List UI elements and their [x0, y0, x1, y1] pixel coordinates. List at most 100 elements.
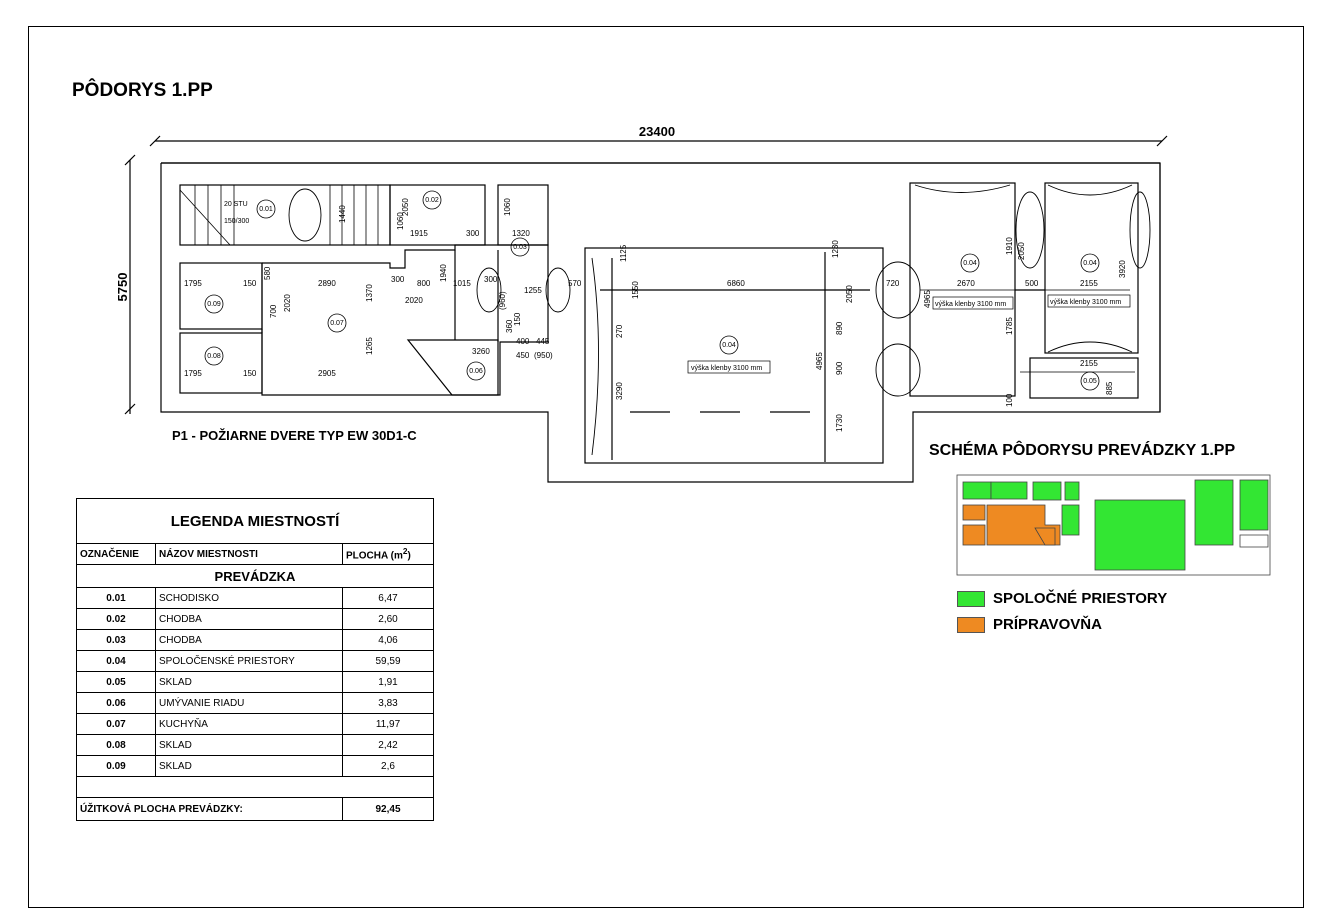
stairs-label-b: 150/300	[224, 218, 249, 225]
dimension-label: 700	[269, 304, 278, 318]
legend-section: PREVÁDZKA	[76, 564, 434, 588]
stairs-label: 20 STU	[224, 201, 248, 208]
drawing-frame	[28, 26, 1304, 908]
legend-title: LEGENDA MIESTNOSTÍ	[76, 498, 434, 544]
dimension-label: 2155	[1080, 359, 1098, 368]
outer-wall-top	[161, 162, 1161, 412]
dimension-label: 270	[615, 324, 624, 338]
legend-col-area: PLOCHA (m2)	[342, 543, 434, 565]
swatch-green	[957, 590, 985, 607]
vault-height-label: výška klenby 3100 mm	[691, 365, 762, 372]
room-tag: 0.04	[722, 342, 736, 349]
room-008	[179, 332, 263, 394]
dimension-label: 1125	[619, 244, 628, 262]
room-tag: 0.07	[330, 320, 344, 327]
dim-total-height: 5750	[115, 273, 130, 302]
dimension-label: 2890	[318, 279, 336, 288]
dimension-label: 3260	[472, 347, 490, 356]
dimension-label: 1795	[184, 369, 202, 378]
dimension-label: 2050	[401, 198, 410, 216]
dimension-label: 890	[835, 321, 844, 335]
dimension-label: 1730	[835, 414, 844, 432]
corridor-003	[497, 184, 549, 246]
hall-004-right-b	[1044, 182, 1139, 354]
dimension-label: (960)	[498, 291, 507, 310]
dimension-label: 400	[516, 337, 530, 346]
room-stairs	[179, 184, 391, 246]
dimension-label: 1550	[631, 281, 640, 299]
schema-key-label: SPOLOČNÉ PRIESTORY	[993, 590, 1168, 607]
dimension-label: 1910	[1005, 237, 1014, 255]
dimension-label: 720	[886, 279, 900, 288]
table-row-total: ÚŽITKOVÁ PLOCHA PREVÁDZKY: 92,45	[76, 797, 434, 821]
dimension-label: 1230	[831, 240, 840, 258]
dimension-label: 1795	[184, 279, 202, 288]
dimension-label: 150	[513, 312, 522, 326]
dimension-label: 360	[505, 319, 514, 333]
dimension-label: 300	[391, 275, 405, 284]
legend-col-name: NÁZOV MIESTNOSTI	[155, 543, 343, 565]
dimension-label: 2020	[405, 296, 423, 305]
hall-004-right-a	[909, 182, 1016, 397]
dimension-label: 3920	[1118, 260, 1127, 278]
dimension-label: 1785	[1005, 317, 1014, 335]
fire-door-note: P1 - POŽIARNE DVERE TYP EW 30D1-C	[172, 428, 417, 443]
room-tag: 0.08	[207, 353, 221, 360]
room-tag: 0.09	[207, 301, 221, 308]
dimension-label: 580	[263, 266, 272, 280]
dimension-label: 100	[1005, 393, 1014, 407]
dimension-label: 1015	[453, 279, 471, 288]
room-tag: 0.02	[425, 197, 439, 204]
dimension-label: 1265	[365, 337, 374, 355]
dimension-label: 1060	[396, 212, 405, 230]
room-legend-table: LEGENDA MIESTNOSTÍ OZNAČENIE NÁZOV MIEST…	[76, 498, 434, 821]
dimension-label: 3290	[615, 382, 624, 400]
schema-key-label: PRÍPRAVOVŇA	[993, 616, 1102, 633]
dimension-label: 1060	[503, 198, 512, 216]
dimension-label: 6860	[727, 279, 745, 288]
dimension-label: 1320	[512, 229, 530, 238]
schema-diagram	[956, 474, 1271, 576]
dimension-label: 4965	[923, 290, 932, 308]
schema-key-prep: PRÍPRAVOVŇA	[957, 616, 1102, 633]
vault-height-label: výška klenby 3100 mm	[1050, 299, 1121, 306]
dimension-label: 450	[516, 351, 530, 360]
table-row-blank	[76, 776, 434, 798]
dimension-label: 2905	[318, 369, 336, 378]
dimension-label: 900	[835, 361, 844, 375]
dimension-label: 2050	[845, 285, 854, 303]
dimension-label: 150	[243, 279, 257, 288]
total-label: ÚŽITKOVÁ PLOCHA PREVÁDZKY:	[76, 797, 343, 821]
room-tag: 0.06	[469, 368, 483, 375]
dimension-label: 500	[1025, 279, 1039, 288]
dimension-label: 2670	[957, 279, 975, 288]
dim-total-width: 23400	[639, 124, 675, 139]
room-tag: 0.04	[963, 260, 977, 267]
page-title: PÔDORYS 1.PP	[72, 80, 213, 101]
outer-wall	[160, 163, 1161, 483]
room-tag: 0.05	[1083, 378, 1097, 385]
room-tag: 0.01	[259, 206, 273, 213]
dimension-label: 1255	[524, 286, 542, 295]
room-006	[406, 339, 499, 396]
room-009	[179, 262, 263, 330]
dimension-label: 885	[1105, 381, 1114, 395]
room-tag: 0.04	[1083, 260, 1097, 267]
total-value: 92,45	[342, 797, 434, 821]
dimension-label: 445	[536, 337, 550, 346]
schema-title: SCHÉMA PÔDORYSU PREVÁDZKY 1.PP	[929, 442, 1236, 459]
dimension-label: 2020	[283, 294, 292, 312]
room-005	[1029, 357, 1139, 399]
dimension-label: 1915	[410, 229, 428, 238]
dimension-label: 2050	[1017, 242, 1026, 260]
dimension-label: 300	[484, 275, 498, 284]
room-tag: 0.03	[513, 244, 527, 251]
dimension-label: 570	[568, 279, 582, 288]
dimension-label: 300	[466, 229, 480, 238]
